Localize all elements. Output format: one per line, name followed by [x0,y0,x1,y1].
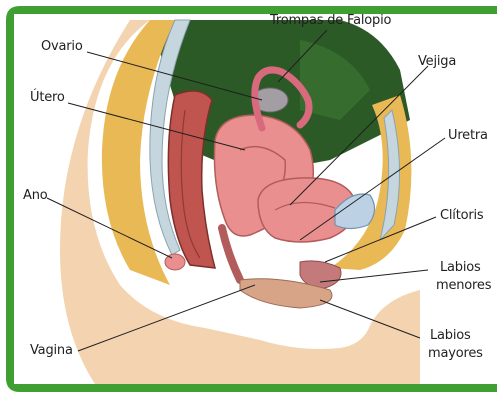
label-clitoris: Clítoris [440,208,483,224]
label-trompas: Trompas de Falopio [270,13,391,29]
label-utero: Útero [30,90,65,106]
label-labios-mayores-2: mayores [428,346,483,362]
label-labios-menores-1: Labios [440,260,481,276]
label-uretra: Uretra [448,128,488,144]
label-ovario: Ovario [41,39,83,55]
label-vejiga: Vejiga [418,54,456,70]
label-ano: Ano [23,188,48,204]
label-labios-menores-2: menores [436,278,491,294]
label-vagina: Vagina [30,343,73,359]
label-labios-mayores-1: Labios [430,328,471,344]
